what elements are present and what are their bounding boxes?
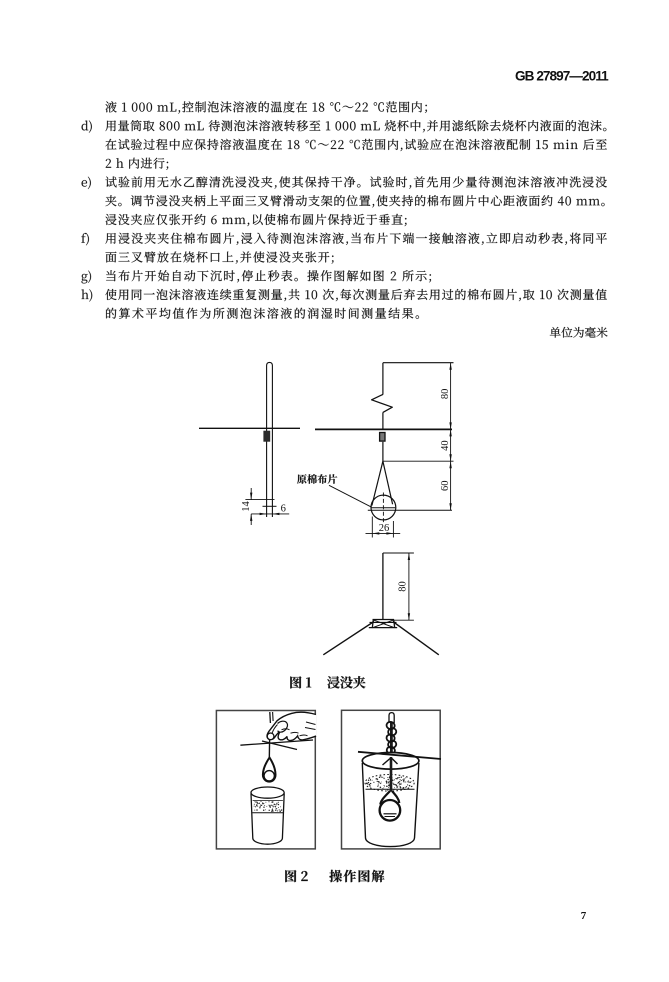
svg-text:14: 14 bbox=[241, 501, 252, 512]
svg-text:60: 60 bbox=[440, 481, 451, 492]
svg-text:40: 40 bbox=[440, 440, 451, 451]
svg-text:7: 7 bbox=[581, 910, 587, 922]
svg-text:GB 27897—2011: GB 27897—2011 bbox=[515, 68, 609, 83]
svg-text:26: 26 bbox=[379, 523, 390, 534]
svg-text:6: 6 bbox=[281, 504, 286, 515]
svg-text:80: 80 bbox=[440, 389, 451, 400]
svg-text:80: 80 bbox=[398, 581, 409, 592]
